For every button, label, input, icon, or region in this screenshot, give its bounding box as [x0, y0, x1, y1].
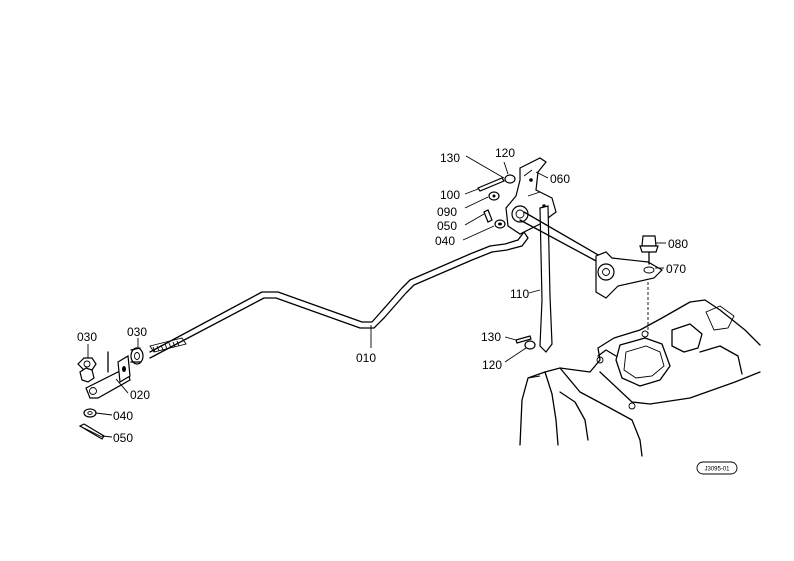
leader-lines	[87, 155, 666, 438]
throttle-rod	[149, 231, 529, 359]
label-120-bottom: 120	[482, 358, 502, 372]
label-070: 070	[666, 262, 686, 276]
label-010: 010	[356, 351, 376, 365]
label-030-right: 030	[127, 325, 147, 339]
label-110: 110	[510, 287, 529, 301]
label-120-top: 120	[495, 146, 515, 160]
label-090: 090	[437, 205, 457, 219]
label-030-left: 030	[77, 330, 97, 344]
label-020: 020	[130, 388, 150, 402]
figure-reference-badge: J3095-01	[696, 461, 738, 475]
label-060: 060	[550, 172, 570, 186]
label-080: 080	[668, 237, 688, 251]
label-130-bottom: 130	[481, 330, 501, 344]
label-040-left: 040	[113, 409, 133, 423]
figure-reference-text: J3095-01	[704, 467, 730, 473]
label-050-right: 050	[437, 219, 457, 233]
lever-assembly	[477, 157, 663, 353]
engine-block	[519, 282, 761, 457]
label-040-right: 040	[435, 234, 455, 248]
left-linkage	[77, 347, 144, 440]
label-050-left: 050	[113, 431, 133, 445]
label-100: 100	[440, 188, 460, 202]
label-130-top: 130	[440, 151, 460, 165]
